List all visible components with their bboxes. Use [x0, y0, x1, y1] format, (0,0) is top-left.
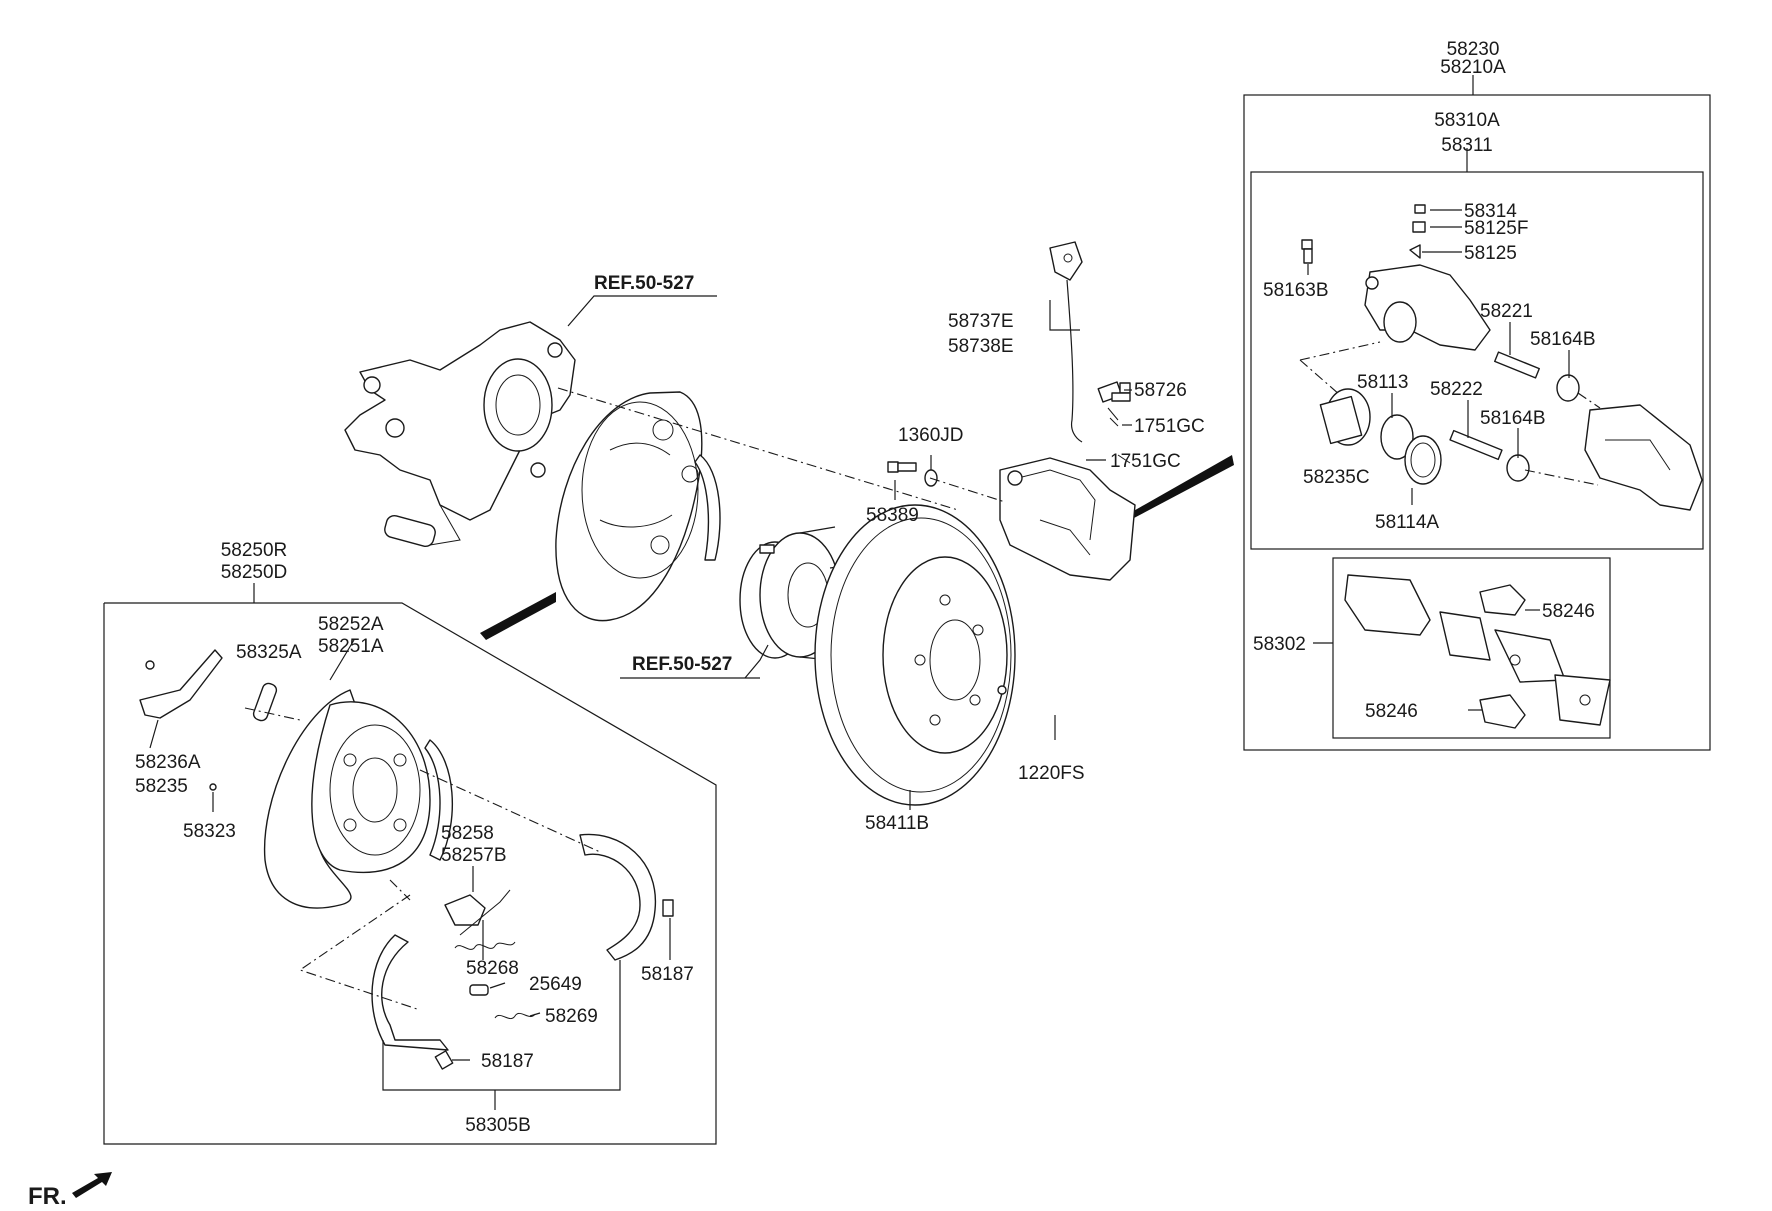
label-58163B: 58163B	[1263, 280, 1329, 301]
label-58314: 58314	[1464, 201, 1517, 222]
front-direction-indicator: FR.	[28, 1172, 112, 1210]
label-1751GC-lower: 1751GC	[1110, 451, 1181, 472]
bleeder-parts	[1409, 204, 1426, 259]
label-58738E: 58738E	[948, 336, 1014, 357]
label-58246-upper: 58246	[1542, 601, 1595, 622]
connector-wedge-left	[480, 592, 556, 640]
label-58113: 58113	[1357, 372, 1408, 393]
label-58164B-lower: 58164B	[1480, 408, 1546, 429]
label-58210A: 58210A	[1440, 57, 1506, 78]
guide-pin-upper	[1494, 351, 1580, 402]
label-58235C: 58235C	[1303, 467, 1370, 488]
label-58222: 58222	[1430, 379, 1483, 400]
caliper-assembly-box	[1243, 75, 1711, 751]
assembly-lines	[244, 341, 1601, 1011]
steering-knuckle	[344, 321, 576, 547]
shoe-58305B-upper	[579, 833, 657, 961]
guide-pin-lower	[1449, 429, 1530, 482]
leader-lines	[149, 209, 1570, 1110]
bolt-58389	[887, 461, 917, 473]
label-fr: FR.	[28, 1183, 67, 1210]
label-58257B: 58257B	[441, 845, 507, 866]
label-58125F: 58125F	[1464, 218, 1528, 239]
label-58325A: 58325A	[236, 642, 302, 663]
caliper-body	[1364, 264, 1491, 351]
label-1751GC-upper: 1751GC	[1134, 416, 1205, 437]
label-58235: 58235	[135, 776, 188, 797]
brake-pads	[1344, 574, 1611, 726]
front-arrow-icon	[72, 1172, 112, 1198]
label-58310A: 58310A	[1434, 110, 1500, 131]
piston	[1319, 388, 1371, 446]
label-58250R: 58250R	[221, 540, 288, 561]
pad-clip-lower	[1479, 694, 1526, 729]
strut-58325A	[252, 682, 278, 722]
label-1360JD: 1360JD	[898, 425, 964, 446]
label-58125: 58125	[1464, 243, 1517, 264]
brake-disc	[814, 504, 1016, 806]
label-58737E: 58737E	[948, 311, 1014, 332]
label-58187-lower: 58187	[481, 1051, 534, 1072]
shoe-58305B-lower	[371, 934, 449, 1051]
label-58268: 58268	[466, 958, 519, 979]
caliper-center	[999, 457, 1136, 581]
label-58258: 58258	[441, 823, 494, 844]
brake-hose	[1049, 241, 1131, 464]
label-58187-upper: 58187	[641, 964, 694, 985]
caliper-bracket	[1584, 404, 1703, 511]
pad-clip-upper	[1479, 584, 1526, 616]
lever-58236A	[139, 649, 223, 719]
backing-plate-assembly	[555, 391, 721, 622]
bolt-58726	[1111, 382, 1131, 402]
piston-seal	[1380, 414, 1414, 460]
clip-58187-upper	[662, 899, 674, 917]
label-58164B-upper: 58164B	[1530, 329, 1596, 350]
label-1220FS: 1220FS	[1018, 763, 1085, 784]
label-58114A: 58114A	[1375, 512, 1439, 533]
label-58250D: 58250D	[221, 562, 288, 583]
label-58230: 58230	[1447, 39, 1500, 60]
label-58236A: 58236A	[135, 752, 201, 773]
label-58246-lower: 58246	[1365, 701, 1418, 722]
pin-25649	[469, 984, 489, 996]
pin-58323	[209, 783, 217, 791]
label-ref-knuckle: REF.50-527	[594, 273, 694, 294]
label-58311: 58311	[1441, 135, 1492, 156]
label-58726: 58726	[1134, 380, 1187, 401]
parking-brake-box	[103, 583, 717, 1145]
connector-wedge-right	[1130, 455, 1234, 518]
bolt-58163B	[1301, 239, 1313, 264]
adjuster-58258	[444, 889, 511, 936]
part-labels: 58230 58210A 58310A 58311 58314 58125F 5…	[135, 39, 1596, 1136]
label-58302: 58302	[1253, 634, 1306, 655]
label-25649: 25649	[529, 974, 582, 995]
label-58411B: 58411B	[865, 813, 929, 834]
label-58323: 58323	[183, 821, 236, 842]
spring-58269	[494, 1012, 536, 1020]
label-58305B: 58305B	[465, 1115, 531, 1136]
label-58389: 58389	[866, 505, 919, 526]
label-58252A: 58252A	[318, 614, 384, 635]
label-58221: 58221	[1480, 301, 1533, 322]
spring-58268	[454, 941, 516, 950]
clip-58187-lower	[434, 1050, 454, 1070]
label-ref-hub: REF.50-527	[632, 654, 732, 675]
label-58251A: 58251A	[318, 636, 384, 657]
label-58269: 58269	[545, 1006, 598, 1027]
dust-shield-58252A	[263, 689, 454, 909]
